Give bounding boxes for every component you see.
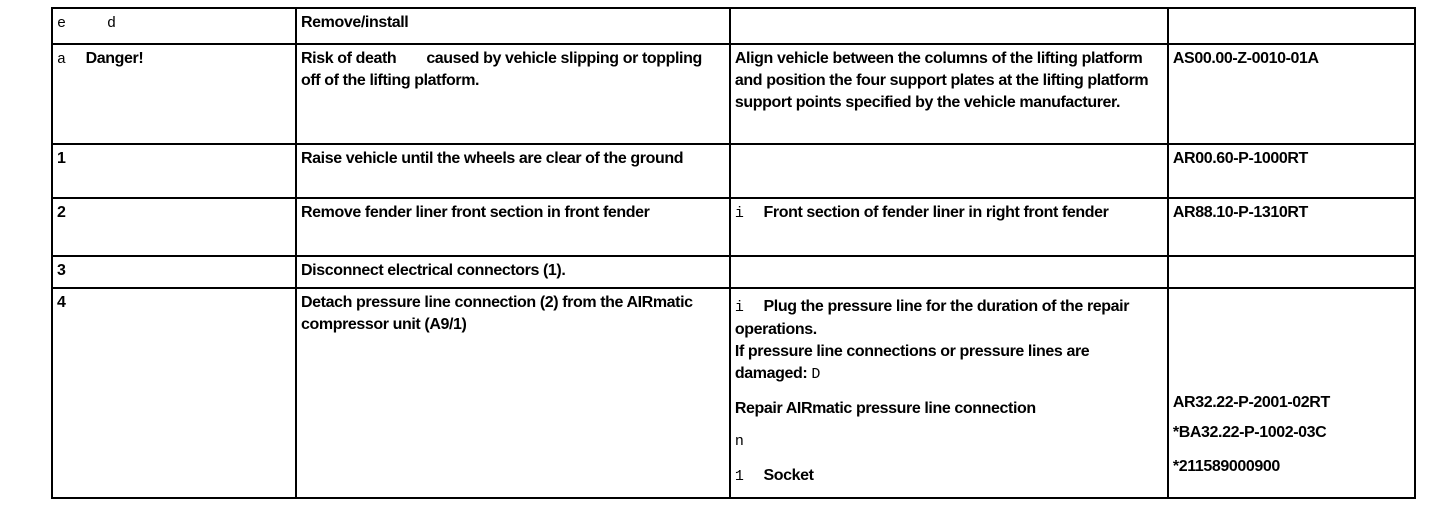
procedure-table: e d Remove/install a Danger! Risk of deat…: [51, 7, 1417, 499]
danger-label: Danger!: [85, 50, 144, 67]
socket-text: Socket: [763, 467, 814, 484]
link-arrow-icon[interactable]: D: [811, 366, 820, 383]
step-note-2: Front section of fender liner in right f…: [763, 204, 1109, 221]
step-number: 1: [51, 143, 297, 199]
header-title: Remove/install: [301, 14, 409, 31]
step-text-cell: Remove fender liner front section in fro…: [295, 197, 731, 257]
danger-symbol: a: [57, 51, 66, 68]
step-num-2: 2: [57, 204, 66, 221]
ref-repair[interactable]: AR32.22-P-2001-02RT: [1172, 394, 1330, 411]
step-note-cell: i Front section of fender liner in right …: [728, 197, 1169, 257]
danger-ref[interactable]: AS00.00-Z-0010-01A: [1172, 50, 1319, 67]
danger-label-cell: a Danger!: [51, 43, 297, 145]
danger-ref-cell: AS00.00-Z-0010-01A: [1166, 43, 1417, 145]
info-icon: i: [734, 299, 744, 316]
header-symbols-cell: e d: [51, 7, 297, 45]
step-ref-cell: [1166, 255, 1417, 289]
step-ref-2[interactable]: AR88.10-P-1310RT: [1172, 204, 1308, 221]
ref-socket[interactable]: *211589000900: [1172, 458, 1280, 475]
step-note-cell: [728, 255, 1169, 289]
step-text-1: Raise vehicle until the wheels are clear…: [301, 150, 684, 167]
step-text-cell: Raise vehicle until the wheels are clear…: [295, 143, 731, 199]
info-icon: i: [734, 205, 744, 222]
step-number: 4: [51, 287, 297, 499]
step-text-2: Remove fender liner front section in fro…: [301, 204, 650, 221]
header-empty-cell: [728, 7, 1169, 45]
step-num-4: 4: [57, 294, 66, 311]
step-row: 4 Detach pressure line connection (2) fr…: [51, 287, 1417, 499]
step4-note-b: If pressure line connections or pressure…: [734, 343, 1090, 382]
note-icon: n: [734, 433, 744, 450]
danger-text-a: Risk of death: [301, 50, 397, 67]
danger-text-b: caused by vehicle slipping or toppling o…: [301, 50, 702, 89]
danger-note: Align vehicle between the columns of the…: [734, 50, 1149, 111]
step-row: 2 Remove fender liner front section in f…: [51, 197, 1417, 257]
step-ref-cell: AR32.22-P-2001-02RT *BA32.22-P-1002-03C …: [1166, 287, 1417, 499]
danger-row: a Danger! Risk of death caused by vehicle…: [51, 43, 1417, 145]
step-ref-1[interactable]: AR00.60-P-1000RT: [1172, 150, 1308, 167]
step-text-3: Disconnect electrical connectors (1).: [301, 262, 566, 279]
danger-note-cell: Align vehicle between the columns of the…: [728, 43, 1169, 145]
step-text-cell: Disconnect electrical connectors (1).: [295, 255, 731, 289]
header-empty-cell-2: [1166, 7, 1417, 45]
step-num-3: 3: [57, 262, 66, 279]
step-text-cell: Detach pressure line connection (2) from…: [295, 287, 731, 499]
repair-text: Repair AIRmatic pressure line connection: [734, 400, 1036, 417]
item-number: 1: [734, 468, 744, 485]
step-row: 3 Disconnect electrical connectors (1).: [51, 255, 1417, 289]
header-row: e d Remove/install: [51, 7, 1417, 45]
step-number: 3: [51, 255, 297, 289]
step4-note-a: Plug the pressure line for the duration …: [734, 298, 1130, 338]
step-note-cell: [728, 143, 1169, 199]
step-row: 1 Raise vehicle until the wheels are cle…: [51, 143, 1417, 199]
danger-text-cell: Risk of death caused by vehicle slipping…: [295, 43, 731, 145]
step-num-1: 1: [57, 150, 66, 167]
step-number: 2: [51, 197, 297, 257]
header-symbols: e d: [57, 15, 133, 32]
step-text-4: Detach pressure line connection (2) from…: [301, 294, 693, 333]
step-ref-cell: AR00.60-P-1000RT: [1166, 143, 1417, 199]
step-ref-cell: AR88.10-P-1310RT: [1166, 197, 1417, 257]
ref-ba[interactable]: *BA32.22-P-1002-03C: [1172, 424, 1327, 441]
header-title-cell: Remove/install: [295, 7, 731, 45]
